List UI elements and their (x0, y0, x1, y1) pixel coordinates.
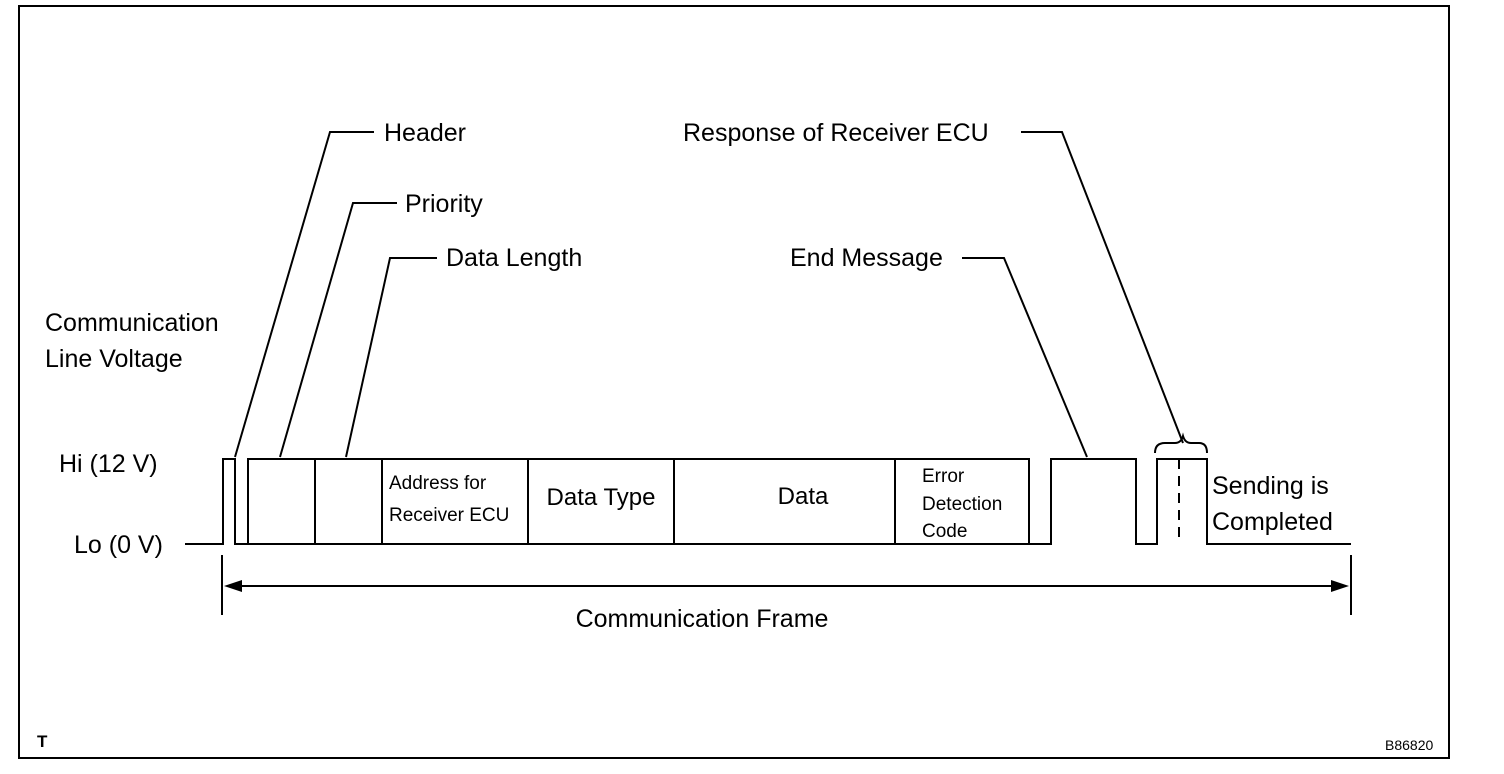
data-cell: Data (778, 483, 829, 510)
data-length-callout: Data Length (446, 244, 582, 272)
data-type-cell: Data Type (547, 484, 656, 511)
response-brace (1154, 432, 1208, 454)
data-length-leader (345, 257, 437, 458)
error-code-line3: Code (922, 521, 967, 542)
corner-mark-left: T (37, 732, 48, 751)
sending-completed-line1: Sending is (1212, 472, 1329, 500)
address-cell-line1: Address for (389, 473, 487, 494)
frame-arrow-right (1331, 580, 1349, 592)
frame-arrow-left (224, 580, 242, 592)
frame-label: Communication Frame (576, 605, 829, 633)
end-message-leader (962, 257, 1088, 458)
sending-completed-line2: Completed (1212, 508, 1333, 536)
lo-level-label: Lo (0 V) (74, 531, 163, 559)
response-callout: Response of Receiver ECU (683, 119, 989, 147)
response-leader (1021, 131, 1184, 444)
address-cell-line2: Receiver ECU (389, 505, 509, 526)
header-leader (234, 131, 374, 458)
diagram-border (18, 5, 1450, 759)
header-callout: Header (384, 119, 466, 147)
voltage-waveform (185, 458, 1351, 545)
priority-leader (279, 202, 397, 458)
hi-level-label: Hi (12 V) (59, 450, 158, 478)
axis-label-line2: Line Voltage (45, 345, 183, 373)
axis-label-line1: Communication (45, 309, 219, 337)
error-code-line1: Error (922, 466, 965, 487)
figure-id: B86820 (1385, 737, 1433, 753)
error-code-line2: Detection (922, 494, 1002, 515)
end-message-callout: End Message (790, 244, 943, 272)
priority-callout: Priority (405, 190, 483, 218)
